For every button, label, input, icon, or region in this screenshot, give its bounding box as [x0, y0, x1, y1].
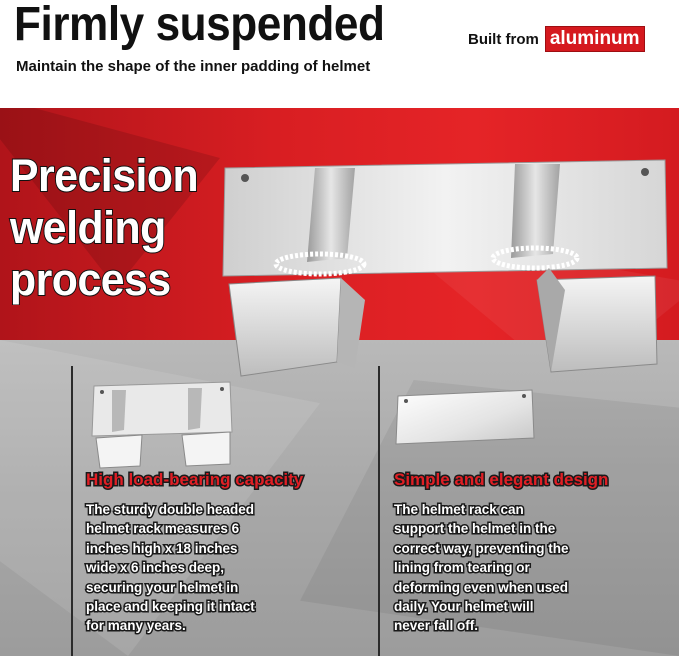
banner-title: Precision welding process: [9, 149, 200, 306]
feature-description: The helmet rack can support the helmet i…: [393, 500, 644, 636]
description-line: The sturdy double headed: [85, 500, 256, 518]
description-line: helmet rack measures 6: [85, 520, 241, 538]
description-line: deforming even when used: [393, 578, 570, 596]
small-rack-image: [91, 381, 233, 469]
material-prefix: Built from: [468, 30, 539, 48]
description-line: for many years.: [85, 617, 188, 635]
column-divider: [71, 366, 73, 656]
feature-title: Simple and elegant design: [392, 469, 609, 491]
description-line: place and keeping it intact: [85, 597, 257, 615]
description-line: correct way, preventing the: [393, 539, 571, 557]
description-line: wide x 6 inches deep,: [85, 559, 226, 577]
description-line: lining from tearing or: [393, 559, 532, 577]
material-badge: aluminum: [544, 26, 645, 52]
description-line: support the helmet in the: [393, 520, 557, 538]
description-line: The helmet rack can: [393, 500, 526, 518]
helmet-rack-image: [222, 159, 668, 377]
header: Firmly suspended Maintain the shape of t…: [0, 0, 679, 108]
material-label: Built from aluminum: [468, 26, 645, 52]
feature-title: High load-bearing capacity: [84, 469, 304, 491]
banner-line-2: welding: [9, 201, 167, 254]
description-line: daily. Your helmet will: [393, 597, 536, 615]
page-title: Firmly suspended: [14, 0, 385, 51]
column-divider: [378, 366, 380, 656]
page-subtitle: Maintain the shape of the inner padding …: [16, 58, 371, 75]
banner-line-1: Precision: [9, 149, 200, 202]
banner-line-3: process: [9, 253, 172, 306]
description-line: never fall off.: [393, 617, 480, 635]
description-line: securing your helmet in: [85, 578, 240, 596]
feature-description: The sturdy double headed helmet rack mea…: [85, 500, 336, 636]
plate-image: [395, 389, 535, 445]
description-line: inches high x 18 inches: [85, 539, 240, 557]
